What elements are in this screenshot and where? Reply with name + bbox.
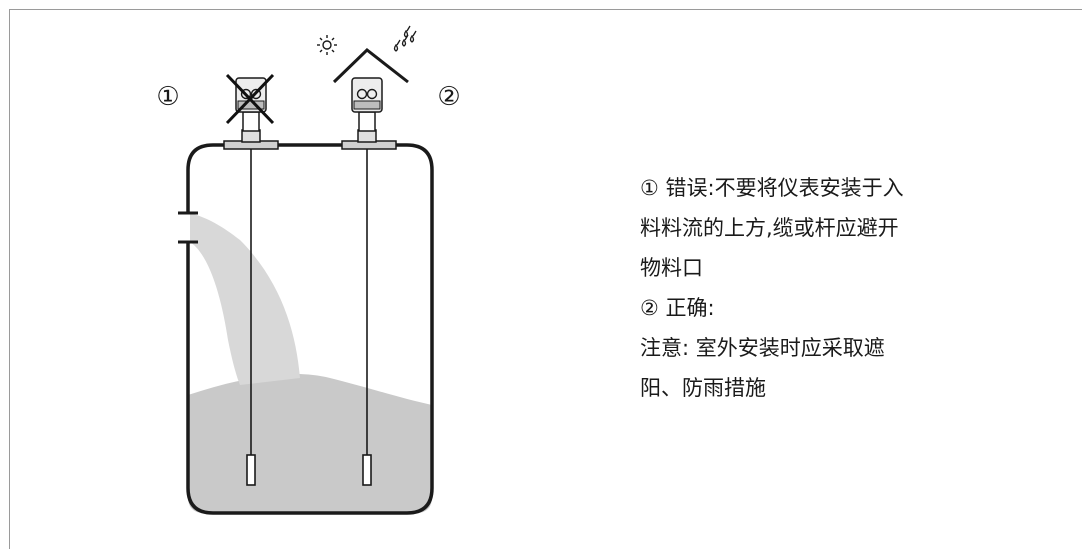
marker-wrong: ① [156,82,179,112]
marker-right: ② [437,82,460,112]
content-frame [9,9,1082,549]
sun-icon [317,35,337,55]
installation-notes: ① 错误:不要将仪表安装于入 料料流的上方,缆或杆应避开 物料口 ② 正确: 注… [640,168,980,408]
note-line: ① 错误:不要将仪表安装于入 [640,176,904,200]
note-line: 注意: 室外安装时应采取遮 [640,336,885,360]
installation-diagram: ① ② [156,25,461,515]
rain-shield-roof-icon [332,48,409,84]
instrument-correct [341,77,397,486]
bulk-material [188,374,432,513]
cross-mark-icon [225,73,275,125]
rain-drops-icon [393,25,417,52]
material-inflow-stream [190,213,300,385]
note-line: 料料流的上方,缆或杆应避开 [640,216,899,240]
note-line: 阳、防雨措施 [640,376,766,400]
note-line: ② 正确: [640,296,715,320]
tank-outline [186,143,434,515]
instrument-wrong [223,77,279,486]
note-line: 物料口 [640,256,703,280]
